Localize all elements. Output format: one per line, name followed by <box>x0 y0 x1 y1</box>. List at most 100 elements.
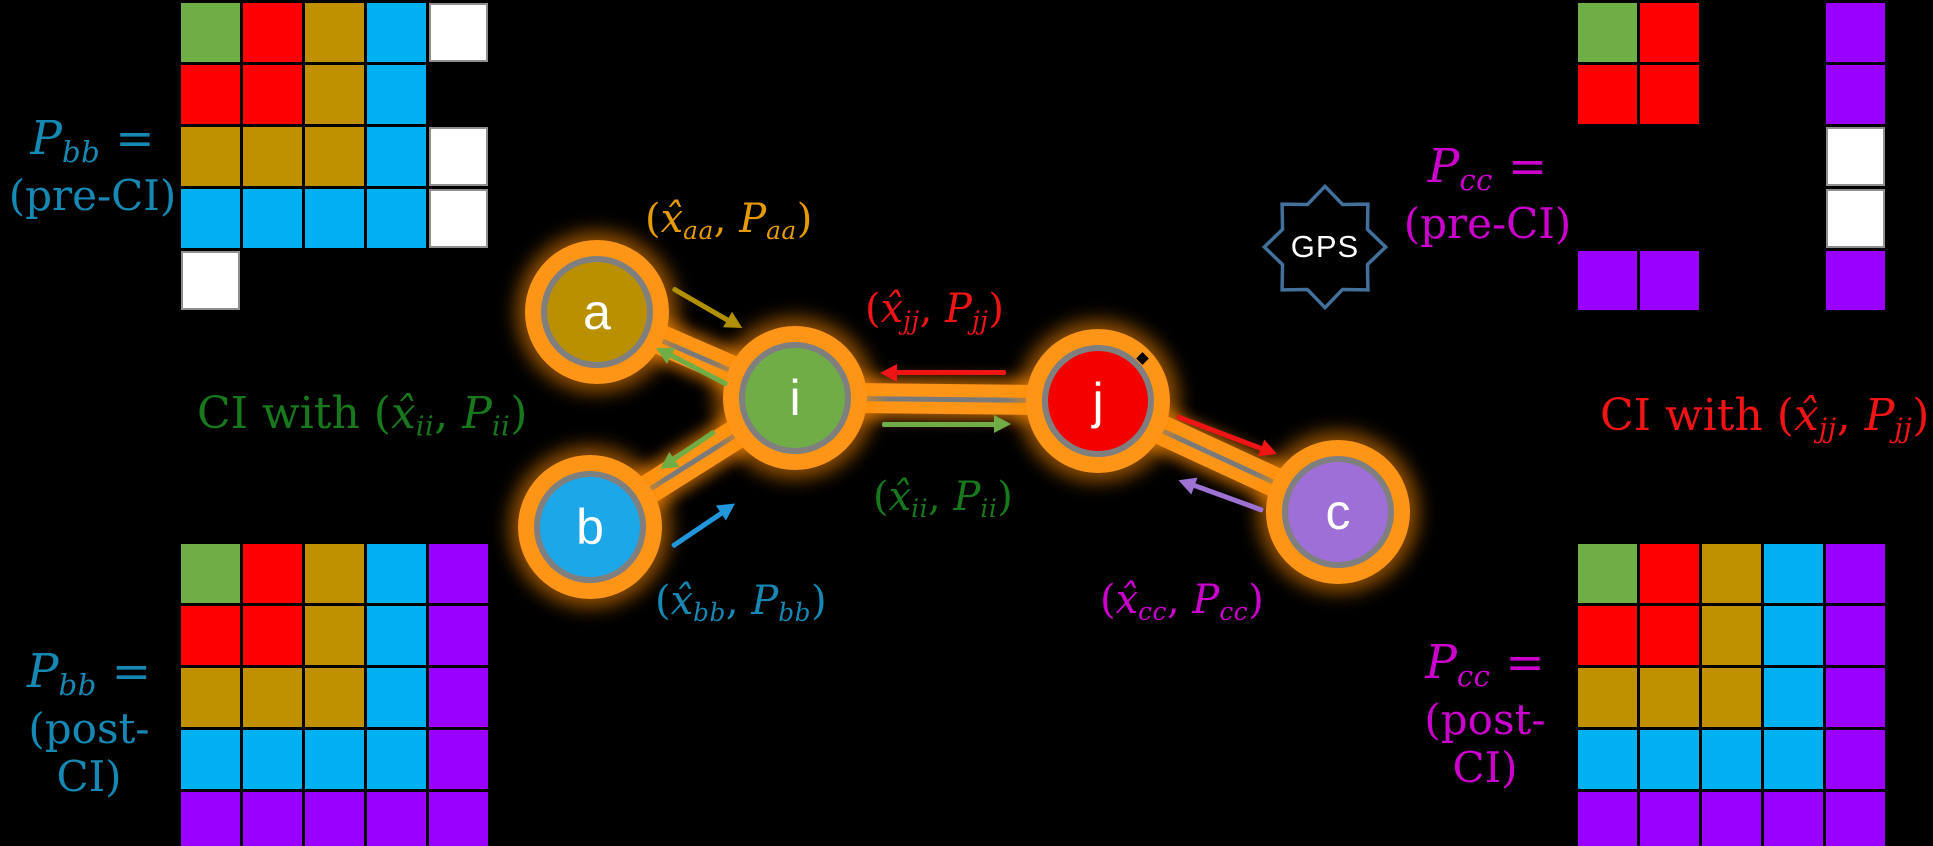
matrix-cell <box>181 189 240 248</box>
gps-star: GPS <box>1252 182 1398 312</box>
matrix-cell <box>1640 3 1699 62</box>
pbb-pre-equation: Pbb = <box>30 111 155 170</box>
pbb-post-equation: Pbb = <box>26 644 152 703</box>
matrix-cell <box>367 544 426 603</box>
gps-star-icon <box>1261 183 1389 311</box>
matrix-pbb-pre <box>181 3 488 313</box>
matrix-row <box>1578 668 1885 727</box>
node-i-label: i <box>789 370 801 426</box>
matrix-cell-empty <box>1578 189 1637 248</box>
matrix-cell-empty <box>1702 65 1761 124</box>
matrix-row <box>181 65 488 124</box>
matrix-cell <box>305 730 364 789</box>
matrix-cell <box>429 3 488 62</box>
matrix-row <box>181 127 488 186</box>
matrix-cell <box>1640 730 1699 789</box>
matrix-cell <box>243 730 302 789</box>
matrix-cell <box>367 3 426 62</box>
estimate-jj-label: (x̂jj, Pjj) <box>865 286 1004 335</box>
matrix-cell <box>305 3 364 62</box>
matrix-cell <box>1578 544 1637 603</box>
matrix-cell-empty <box>367 251 426 310</box>
matrix-cell <box>1764 668 1823 727</box>
matrix-cell <box>1826 544 1885 603</box>
matrix-cell-empty <box>1764 189 1823 248</box>
matrix-cell <box>1578 3 1637 62</box>
estimate-aa-label: (x̂aa, Paa) <box>645 196 813 245</box>
matrix-pcc-post <box>1578 544 1885 846</box>
matrix-cell <box>1826 3 1885 62</box>
node-b-circle: b <box>534 471 646 583</box>
matrix-cell <box>429 792 488 846</box>
matrix-cell <box>1826 606 1885 665</box>
matrix-cell <box>1640 668 1699 727</box>
matrix-cell <box>1578 65 1637 124</box>
matrix-row <box>181 544 488 603</box>
matrix-row <box>181 189 488 248</box>
node-j-label: j <box>1092 373 1104 429</box>
matrix-cell <box>305 668 364 727</box>
matrix-cell <box>1826 127 1885 186</box>
matrix-cell-empty <box>1702 189 1761 248</box>
matrix-row <box>1578 251 1885 310</box>
matrix-cell <box>1826 189 1885 248</box>
matrix-cell <box>305 65 364 124</box>
matrix-cell <box>305 544 364 603</box>
matrix-pcc-pre-label: Pcc = (pre-CI) <box>1400 139 1575 248</box>
gps-label: GPS <box>1290 229 1360 264</box>
matrix-cell <box>243 189 302 248</box>
matrix-cell <box>1764 730 1823 789</box>
estimate-bb-label: (x̂bb, Pbb) <box>655 578 827 627</box>
matrix-pbb-post-label: Pbb = (post-CI) <box>0 644 178 801</box>
node-j: j <box>1026 329 1170 473</box>
matrix-cell-empty <box>1640 189 1699 248</box>
matrix-cell <box>243 65 302 124</box>
matrix-cell <box>429 127 488 186</box>
matrix-cell <box>1826 730 1885 789</box>
pcc-pre-equation: Pcc = <box>1427 139 1548 198</box>
matrix-cell <box>1826 251 1885 310</box>
matrix-cell <box>181 606 240 665</box>
matrix-cell <box>429 730 488 789</box>
arrow-a-to-i <box>669 280 747 336</box>
matrix-row <box>181 3 488 62</box>
matrix-cell <box>429 544 488 603</box>
ci-with-ii-label: CI with (x̂ii, Pii) <box>197 388 528 443</box>
node-j-circle: j <box>1042 345 1154 457</box>
node-i-circle: i <box>739 342 851 454</box>
matrix-cell <box>367 606 426 665</box>
pcc-post-equation: Pcc = <box>1425 635 1545 694</box>
matrix-cell <box>1578 606 1637 665</box>
matrix-cell-empty <box>429 65 488 124</box>
matrix-cell <box>181 792 240 846</box>
matrix-cell-empty <box>305 251 364 310</box>
node-b: b <box>518 455 662 599</box>
matrix-cell <box>1764 792 1823 846</box>
matrix-cell <box>1578 668 1637 727</box>
matrix-pbb-post <box>181 544 488 846</box>
matrix-cell <box>181 251 240 310</box>
node-c-label: c <box>1325 484 1351 540</box>
matrix-cell-empty <box>1764 3 1823 62</box>
arrow-b-to-i <box>667 496 741 553</box>
matrix-cell-empty <box>1702 3 1761 62</box>
matrix-cell <box>1826 792 1885 846</box>
matrix-row <box>181 606 488 665</box>
matrix-cell <box>1702 544 1761 603</box>
matrix-cell <box>1764 544 1823 603</box>
node-b-label: b <box>576 499 604 555</box>
node-a-circle: a <box>541 256 653 368</box>
matrix-cell <box>305 127 364 186</box>
matrix-pcc-pre <box>1578 3 1885 313</box>
matrix-cell <box>1578 251 1637 310</box>
matrix-cell <box>181 65 240 124</box>
matrix-cell-empty <box>1578 127 1637 186</box>
matrix-cell <box>1578 730 1637 789</box>
matrix-cell <box>181 668 240 727</box>
pbb-pre-caption: (pre-CI) <box>8 170 177 220</box>
matrix-cell <box>367 189 426 248</box>
matrix-cell-empty <box>1764 251 1823 310</box>
matrix-row <box>1578 792 1885 846</box>
matrix-cell-empty <box>429 251 488 310</box>
matrix-row <box>181 251 488 310</box>
